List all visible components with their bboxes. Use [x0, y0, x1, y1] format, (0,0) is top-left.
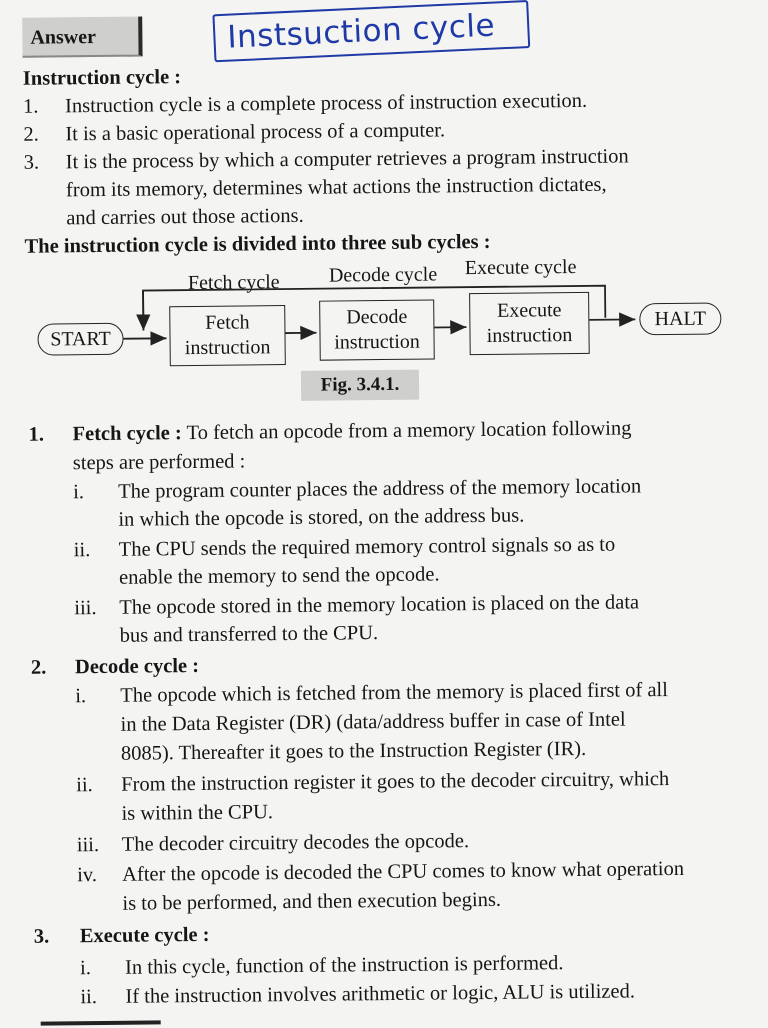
item-number: ii.: [74, 537, 91, 564]
item-line: After the opcode is decoded the CPU come…: [122, 856, 684, 889]
item-line: in which the opcode is stored, on the ad…: [118, 503, 524, 534]
item-line: bus and transferred to the CPU.: [120, 620, 379, 650]
section-title: Execute cycle :: [80, 922, 210, 950]
section-continuation: steps are performed :: [73, 448, 246, 477]
figure-caption: Fig. 3.4.1.: [301, 370, 419, 401]
handwritten-title: Instsuction cycle: [227, 8, 496, 56]
item-number: ii.: [80, 984, 97, 1011]
item-line: The decoder circuitry decodes the opcode…: [122, 828, 469, 859]
execute-box-line: instruction: [470, 323, 588, 349]
item-line: The CPU sends the required memory contro…: [119, 532, 616, 564]
fetch-box-line: instruction: [171, 335, 285, 361]
intro-point-number: 3.: [24, 150, 40, 177]
instruction-cycle-diagram: Fetch cycle Decode cycle Execute cycle S…: [23, 254, 745, 412]
item-number: iii.: [77, 832, 100, 859]
decode-box-line: instruction: [320, 330, 433, 356]
item-number: ii.: [76, 772, 93, 799]
item-line: The opcode which is fetched from the mem…: [120, 677, 668, 710]
intro-heading: Instruction cycle :: [23, 64, 182, 93]
halt-node: HALT: [639, 302, 721, 335]
item-number: i.: [80, 955, 91, 982]
intro-point-number: 1.: [23, 94, 39, 121]
answer-label: Answer: [22, 17, 142, 58]
section-number: 2.: [31, 655, 47, 682]
item-line: is to be performed, and then execution b…: [122, 887, 501, 918]
item-line: 8085). Thereafter it goes to the Instruc…: [121, 736, 587, 768]
intro-point-number: 2.: [23, 122, 39, 149]
intro-point-line: from its memory, determines what actions…: [66, 172, 607, 205]
item-line: The program counter places the address o…: [118, 473, 641, 505]
handwritten-title-box: Instsuction cycle: [212, 0, 530, 62]
decode-cycle-label: Decode cycle: [329, 263, 437, 286]
item-line: From the instruction register it goes to…: [121, 766, 669, 799]
section-title-rest: To fetch an opcode from a memory locatio…: [182, 417, 632, 444]
division-heading: The instruction cycle is divided into th…: [24, 229, 490, 261]
item-line: If the instruction involves arithmetic o…: [125, 978, 635, 1010]
item-number: iii.: [74, 595, 97, 622]
section-title: Fetch cycle :: [72, 422, 182, 445]
section-number: 1.: [28, 422, 44, 449]
item-number: i.: [73, 479, 84, 506]
execute-instruction-box: Execute instruction: [469, 292, 590, 355]
execute-box-line: Execute: [470, 298, 588, 324]
execute-cycle-label: Execute cycle: [465, 256, 577, 279]
intro-point-line: and carries out those actions.: [66, 203, 304, 232]
item-line: is within the CPU.: [121, 799, 273, 828]
section-first-line: Fetch cycle : To fetch an opcode from a …: [72, 415, 631, 448]
decode-box-line: Decode: [320, 305, 433, 331]
section-title: Decode cycle :: [75, 653, 199, 681]
bottom-rule: [41, 1020, 161, 1025]
fetch-box-line: Fetch: [170, 310, 284, 336]
decode-instruction-box: Decode instruction: [319, 299, 435, 360]
fetch-cycle-label: Fetch cycle: [188, 271, 280, 294]
item-line: The opcode stored in the memory location…: [119, 589, 639, 621]
intro-point-line: Instruction cycle is a complete process …: [65, 88, 587, 120]
start-node: START: [37, 323, 123, 356]
item-line: in the Data Register (DR) (data/address …: [120, 707, 625, 739]
section-number: 3.: [34, 924, 50, 951]
fetch-instruction-box: Fetch instruction: [169, 305, 286, 366]
item-line: enable the memory to send the opcode.: [119, 561, 440, 591]
item-number: i.: [75, 683, 86, 710]
item-line: In this cycle, function of the instructi…: [125, 950, 564, 982]
item-number: iv.: [77, 862, 97, 889]
intro-point-line: It is a basic operational process of a c…: [65, 117, 445, 148]
